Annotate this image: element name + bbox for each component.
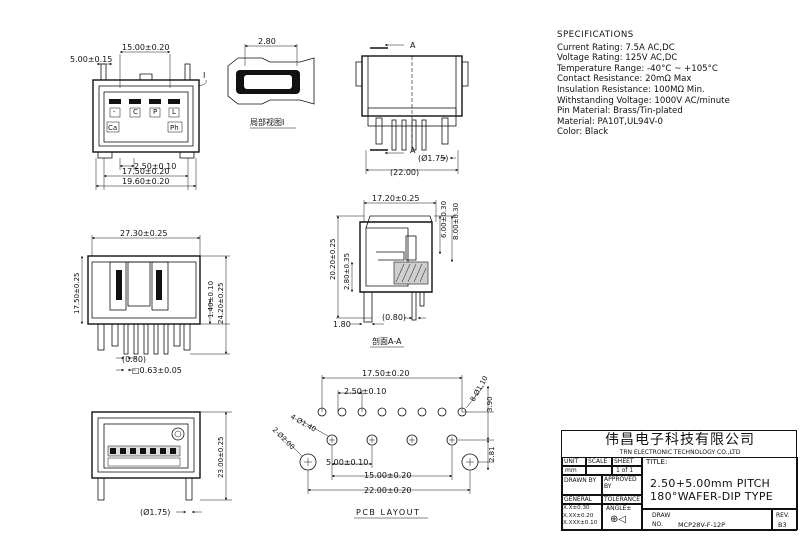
front-dim-left: 5.00±0.15 <box>70 55 112 64</box>
angle-label: ANGLE± <box>606 505 632 512</box>
front-pin-label-1: - <box>113 108 116 116</box>
spec-line: Contact Resistance: 20mΩ Max <box>557 74 692 85</box>
specifications-block: SPECIFICATIONS Current Rating: 7.5A AC,D… <box>557 30 797 138</box>
drawing-number: MCP28V-F-12P <box>678 521 726 529</box>
draw-label: DRAW <box>652 512 671 519</box>
approved-line-1: APPROVED <box>604 476 637 483</box>
spec-line: Withstanding Voltage: 1000V AC/minute <box>557 95 730 106</box>
spec-line: Voltage Rating: 125V AC,DC <box>557 53 678 64</box>
spec-line: Insulation Resistance: 100MΩ Min. <box>557 84 705 95</box>
front-pin-label-6: Ph <box>170 124 179 132</box>
scale-label: SCALE <box>586 457 612 466</box>
tolerance-label: TOLERANCE <box>602 495 642 504</box>
pcb-dim-2-200: 2-Ø2.00 <box>271 426 297 452</box>
title-line-1: 2.50+5.00mm PITCH <box>650 477 771 490</box>
detail-dim: 2.80 <box>258 37 276 46</box>
rev-value: B3 <box>778 521 787 529</box>
spec-line: Pin Material: Brass/Tin-plated <box>557 106 683 117</box>
rev-label: REV. <box>776 512 790 519</box>
front-pin-label-5: Ca <box>108 124 117 132</box>
section-dim-1-80: 1.80 <box>333 320 351 329</box>
pcb-caption: PCB LAYOUT <box>356 508 420 517</box>
section-dim-top: 17.20±0.25 <box>372 194 419 203</box>
side-section-a-top: A <box>410 41 416 50</box>
bottom-dim-1-40: 1.40±0.10 <box>207 281 215 318</box>
front-marker-i: I <box>203 71 205 80</box>
sheet-value: 1 of 1 <box>612 466 642 475</box>
bottom-dim-0-63: □0.63±0.05 <box>132 366 182 375</box>
pcb-layout: 17.50±0.20 2.50±0.10 8-Ø1.10 4-Ø1.40 2- <box>271 369 496 519</box>
drawn-by-label: DRAWN BY <box>562 475 602 495</box>
general-label: GENERAL <box>562 495 602 504</box>
tolerance-1: X.X±0.30 <box>563 505 590 511</box>
bottom-dim-24-20: 24.20±0.25 <box>217 283 225 325</box>
spec-line: Material: PA10T,UL94V-0 <box>557 116 663 127</box>
front-dim-top: 15.00±0.20 <box>122 43 169 52</box>
section-dim-8-00: 8.00±0.30 <box>452 203 460 240</box>
front-pin-label-4: L <box>172 108 176 116</box>
title-label: TITLE: <box>646 458 668 466</box>
section-dim-0-80: (0.80) <box>382 313 406 322</box>
section-dim-6-00: 6.00±0.30 <box>440 201 448 238</box>
pcb-dim-4-140: 4-Ø1.40 <box>289 413 317 434</box>
title-block: 伟昌电子科技有限公司 TRN ELECTRONIC TECHNOLOGY CO.… <box>561 430 798 531</box>
front-view: 15.00±0.20 5.00±0.15 - C P L Ca Ph <box>70 43 207 190</box>
side-dim-dia: (Ø1.75) <box>418 153 448 163</box>
projection-symbol-icon: ⊕◁ <box>610 514 627 525</box>
company-name-cn: 伟昌电子科技有限公司 <box>605 432 755 448</box>
detail-caption: 局部视图I <box>250 117 284 127</box>
top-dim-dia: (Ø1.75) <box>140 507 170 517</box>
pcb-dim-2-50: 2.50±0.10 <box>344 387 386 396</box>
pcb-dim-3-90: 3.90 <box>486 396 494 412</box>
section-dim-2-80: 2.80±0.35 <box>343 253 351 290</box>
bottom-dim-17-50: 17.50±0.25 <box>73 273 81 315</box>
front-dim-2-50: 2.50±0.10 <box>134 162 176 171</box>
unit-label: UNIT <box>562 457 586 466</box>
bottom-dim-0-80: (0.80) <box>122 355 146 364</box>
front-pin-label-3: P <box>153 108 157 116</box>
front-dim-17-50: 17.50±0.20 <box>122 167 169 176</box>
side-view: A A (Ø1.75) (22.00) <box>355 41 469 177</box>
no-label: NO. <box>652 521 663 528</box>
section-dim-20-20: 20.20±0.25 <box>329 239 337 281</box>
company-name-en: TRN ELECTRONIC TECHNOLOGY CO.,LTD <box>619 449 741 456</box>
approved-line-2: BY <box>604 483 612 490</box>
top-dim-23-00: 23.00±0.25 <box>217 437 225 479</box>
side-dim-width: (22.00) <box>390 168 419 177</box>
spec-line: Color: Black <box>557 127 609 138</box>
title-line-2: 180°WAFER-DIP TYPE <box>650 490 774 503</box>
tolerance-2: X.XX±0.20 <box>563 512 594 519</box>
detail-view: 2.80 局部视图I <box>227 37 315 129</box>
spec-line: Temperature Range: -40°C ~ +105°C <box>557 63 718 74</box>
bottom-view: 27.30±0.25 17.50±0.25 1.40±0.10 24.20±0.… <box>73 229 230 375</box>
side-section-a-bottom: A <box>410 146 416 155</box>
specifications-heading: SPECIFICATIONS <box>557 30 634 40</box>
sheet-label: SHEET <box>612 457 642 466</box>
section-caption: 剖面A-A <box>372 336 402 346</box>
top-view: 23.00±0.25 (Ø1.75) <box>91 411 232 517</box>
unit-value: mm <box>562 466 586 475</box>
pcb-dim-22-00: 22.00±0.20 <box>364 486 411 495</box>
pcb-dim-2-81: 2.81 <box>488 446 496 462</box>
spec-line: Current Rating: 7.5A AC,DC <box>557 42 675 53</box>
pcb-dim-15-00: 15.00±0.20 <box>364 471 411 480</box>
tolerance-3: X.XXX±0.10 <box>563 520 598 527</box>
tolerance-values: X.X±0.30 X.XX±0.20 X.XXX±0.10 <box>563 505 597 528</box>
front-pin-label-2: C <box>133 108 138 116</box>
section-view: 17.20±0.25 6.00±0.30 8.00±0.30 20.20±0.2… <box>329 194 460 348</box>
front-dim-19-60: 19.60±0.20 <box>122 177 169 186</box>
pcb-dim-5-00: 5.00±0.10 <box>326 458 368 467</box>
bottom-dim-27-30: 27.30±0.25 <box>120 229 167 238</box>
pcb-dim-17-50: 17.50±0.20 <box>362 369 409 378</box>
